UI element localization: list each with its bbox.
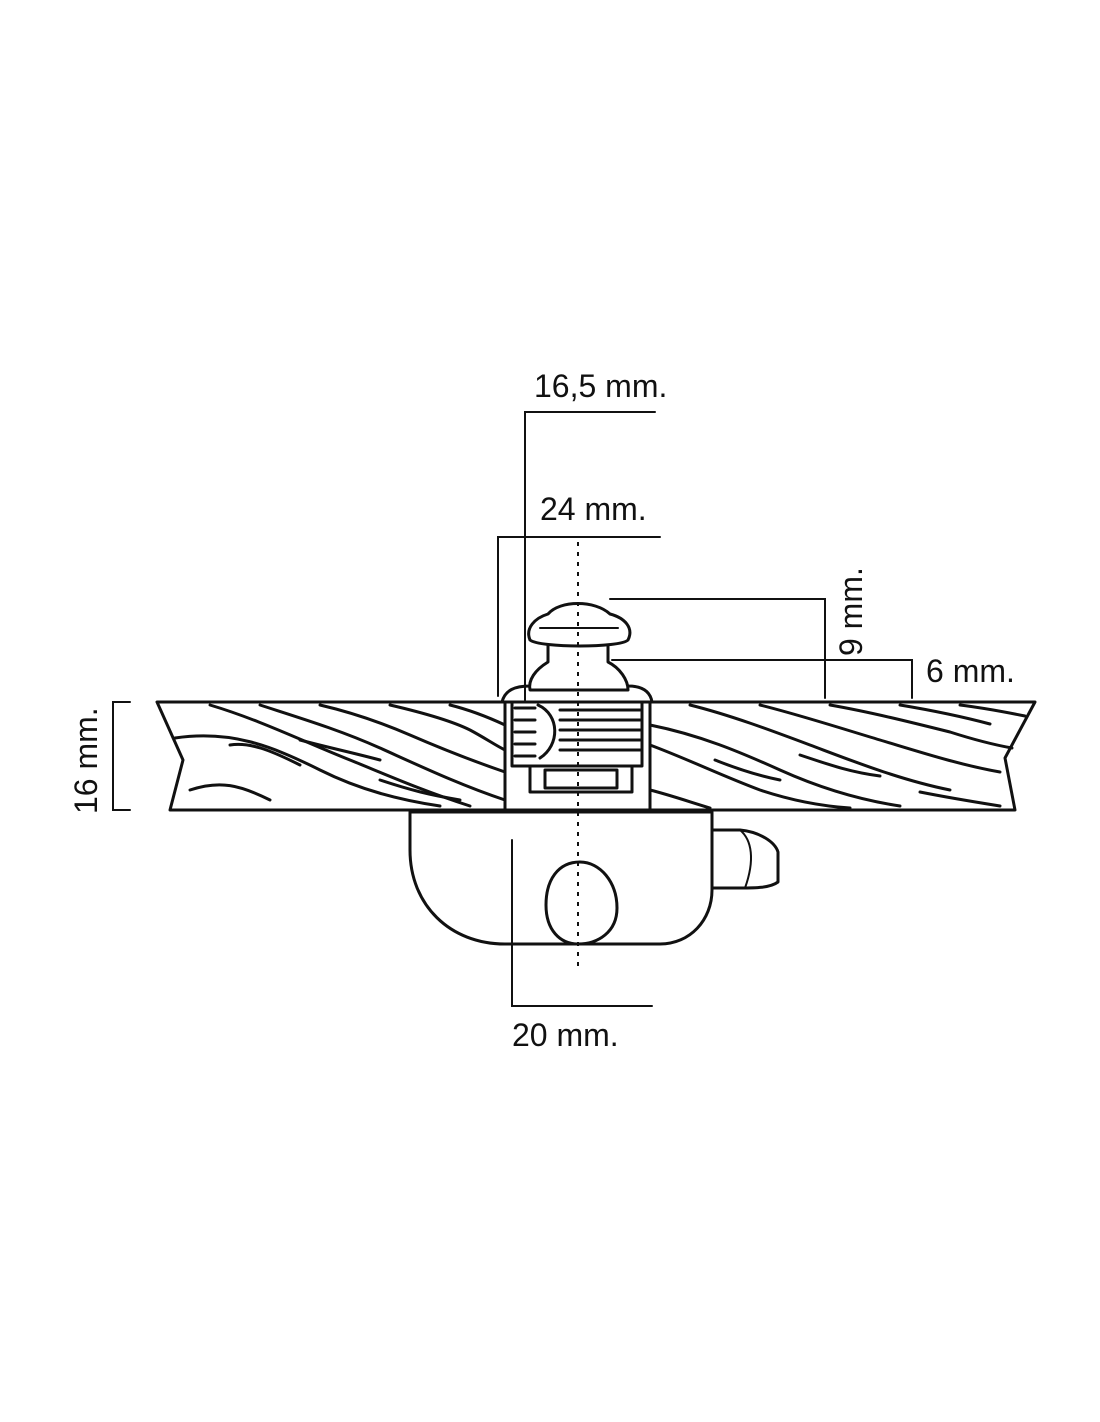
label-pin-height: 9 mm. — [833, 567, 869, 656]
dim-line-head-diameter — [497, 536, 661, 697]
label-head-diameter: 24 mm. — [540, 491, 647, 527]
dim-line-board-thickness — [112, 701, 131, 811]
dim-line-housing-width — [511, 839, 653, 1007]
keyhole-cam — [544, 860, 619, 946]
housing-lug — [710, 828, 780, 890]
lock-housing — [408, 810, 780, 946]
label-housing-width: 20 mm. — [512, 1017, 619, 1053]
dimension-lines — [112, 411, 913, 1007]
dim-line-pin-height — [609, 598, 826, 699]
label-board-thickness: 16 mm. — [68, 707, 104, 814]
wood-grain-right — [648, 703, 1027, 810]
label-pin-diameter: 16,5 mm. — [534, 368, 667, 404]
label-head-height: 6 mm. — [926, 653, 1015, 689]
dim-line-pin-diameter — [524, 411, 656, 701]
wood-grain-left — [173, 703, 507, 808]
cylinder-threads — [513, 703, 642, 760]
knob-head — [527, 602, 632, 648]
dim-line-head-height — [611, 659, 913, 699]
